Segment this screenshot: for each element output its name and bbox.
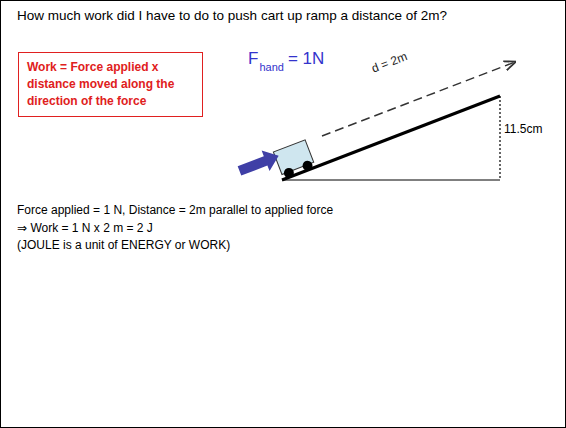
height-label: 11.5cm	[504, 122, 542, 136]
distance-arrow	[322, 62, 515, 136]
force-symbol: F	[248, 49, 258, 69]
cart-wheel	[301, 159, 314, 172]
slide-title: How much work did I have to do to push c…	[17, 8, 447, 23]
cart	[273, 140, 315, 180]
distance-label: d = 2m	[369, 49, 409, 75]
cart-wheel	[282, 166, 295, 179]
definition-text: Work = Force applied x distance moved al…	[27, 59, 194, 110]
definition-box: Work = Force applied x distance moved al…	[18, 52, 203, 117]
ground-line	[282, 180, 500, 181]
height-line	[499, 96, 500, 180]
push-arrow	[236, 146, 283, 182]
explanation-line: (JOULE is a unit of ENERGY or WORK)	[17, 238, 230, 252]
force-arrow	[236, 146, 283, 182]
cart-body	[273, 140, 313, 175]
force-value: = 1N	[288, 49, 324, 69]
ramp	[282, 96, 500, 180]
explanation-line: ⇒ Work = 1 N x 2 m = 2 J	[17, 221, 153, 235]
force-subscript: hand	[259, 61, 283, 73]
explanation-line: Force applied = 1 N, Distance = 2m paral…	[17, 203, 333, 217]
